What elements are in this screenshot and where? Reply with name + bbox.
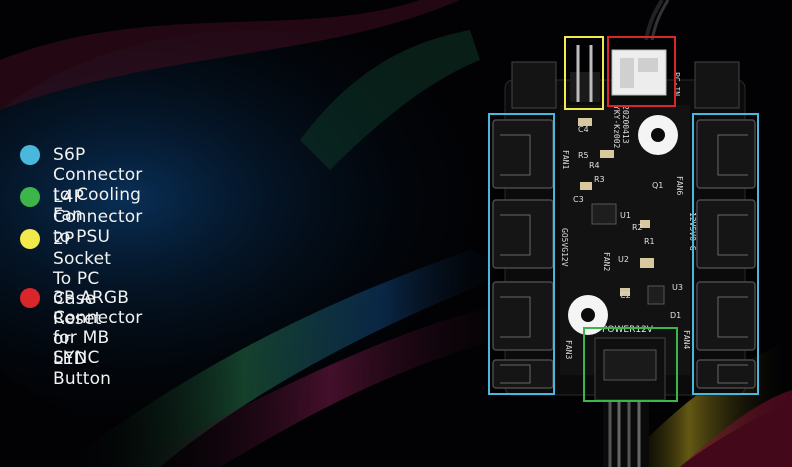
- highlight-fan-right: [692, 113, 759, 395]
- component-label: R1: [644, 237, 655, 246]
- component-label: U3: [672, 283, 683, 292]
- fan1-label: FAN1: [561, 150, 570, 169]
- legend-label: 2P Socket To PC Case Reset or LED Button: [53, 229, 112, 389]
- left-fan-connectors: [492, 119, 554, 389]
- legend-item-argb-connector: 3P ARGB Connector for MB SYNC: [20, 288, 142, 368]
- component-label: U1: [620, 211, 631, 220]
- legend-item-case-socket: 2P Socket To PC Case Reset or LED Button: [20, 229, 111, 389]
- fan4-label: FAN4: [682, 330, 691, 349]
- two-pin-socket: [570, 45, 600, 102]
- date-label: 20200413: [621, 105, 630, 144]
- component-label: R3: [594, 175, 605, 184]
- legend-label: S6P Connector to Cooling Fan: [53, 145, 143, 225]
- highlight-psu: [583, 327, 678, 402]
- power-label: POWER12V: [602, 325, 654, 335]
- pc-in-label: PC-IN: [672, 72, 681, 96]
- component-label: C4: [578, 125, 589, 134]
- component-label: C3: [573, 195, 584, 204]
- fan2-label: FAN2: [602, 252, 611, 271]
- fan6-label: FAN6: [675, 176, 684, 195]
- component-label: Q1: [652, 181, 663, 190]
- component-label: U2: [618, 255, 629, 264]
- red-dot-icon: [20, 288, 40, 308]
- blue-dot-icon: [20, 145, 40, 165]
- model-label: YKY-Kz002: [612, 105, 621, 149]
- argb-connector: [611, 49, 667, 96]
- component-label: R4: [589, 161, 600, 170]
- highlight-fan-left: [488, 113, 555, 395]
- fan3-label: FAN3: [564, 340, 573, 359]
- right-fan-connectors: [696, 119, 756, 389]
- green-dot-icon: [20, 187, 40, 207]
- legend-item-psu-connector: L4P Connector to PSU: [20, 187, 142, 247]
- yellow-dot-icon: [20, 229, 40, 249]
- component-label: R2: [632, 223, 643, 232]
- highlight-2p-socket: [564, 36, 604, 110]
- legend-label: 3P ARGB Connector for MB SYNC: [53, 288, 143, 368]
- power-cable: [603, 398, 649, 467]
- highlight-argb: [607, 36, 676, 107]
- component-label: D1: [670, 311, 681, 320]
- component-label: C2: [620, 291, 631, 300]
- component-label: R5: [578, 151, 589, 160]
- side-left-label: GO5VG12V: [560, 228, 569, 267]
- legend-label: L4P Connector to PSU: [53, 187, 143, 247]
- legend-item-fan-connector: S6P Connector to Cooling Fan: [20, 145, 142, 225]
